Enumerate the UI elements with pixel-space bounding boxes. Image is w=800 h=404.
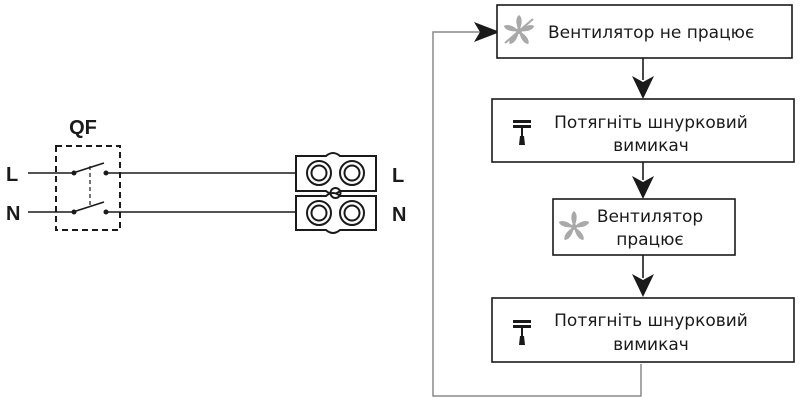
arrow-1: [632, 76, 654, 99]
arrow-2: [632, 176, 654, 199]
flow-step-2-line-2: вимикач: [613, 136, 689, 156]
flowchart: Вентилятор не працює Потягніть шнурковий…: [432, 4, 795, 397]
input-n-label: N: [6, 203, 20, 225]
output-l-label: L: [392, 165, 404, 187]
input-l-label: L: [6, 164, 18, 186]
loop-back-arrow: [474, 22, 500, 42]
flow-step-2-line-1: Потягніть шнурковий: [554, 113, 748, 133]
flow-step-4-line-1: Потягніть шнурковий: [554, 311, 748, 331]
wiring-diagram: QF L N L N: [6, 117, 406, 234]
flow-step-3: Вентилятор працює: [552, 198, 736, 256]
arrow-3: [632, 274, 654, 297]
fan-off-icon: [502, 15, 536, 46]
loop-back-line: [432, 31, 642, 397]
terminal-block: [295, 152, 377, 234]
flow-step-4: Потягніть шнурковий вимикач: [491, 297, 795, 363]
contact-n-left: [71, 209, 77, 215]
breaker-enclosure: [55, 145, 121, 231]
flow-step-3-line-1: Вентилятор: [597, 207, 703, 227]
flow-step-1-text: Вентилятор не працює: [548, 23, 754, 43]
flow-step-4-line-2: вимикач: [613, 335, 689, 355]
contact-l-left: [71, 170, 77, 176]
breaker-label: QF: [69, 117, 97, 139]
flow-step-2: Потягніть шнурковий вимикач: [491, 98, 795, 163]
flow-step-1: Вентилятор не працює: [496, 4, 793, 59]
switch-n-blade: [75, 201, 105, 212]
output-n-label: N: [392, 204, 406, 226]
flow-step-3-line-2: працює: [616, 230, 684, 250]
